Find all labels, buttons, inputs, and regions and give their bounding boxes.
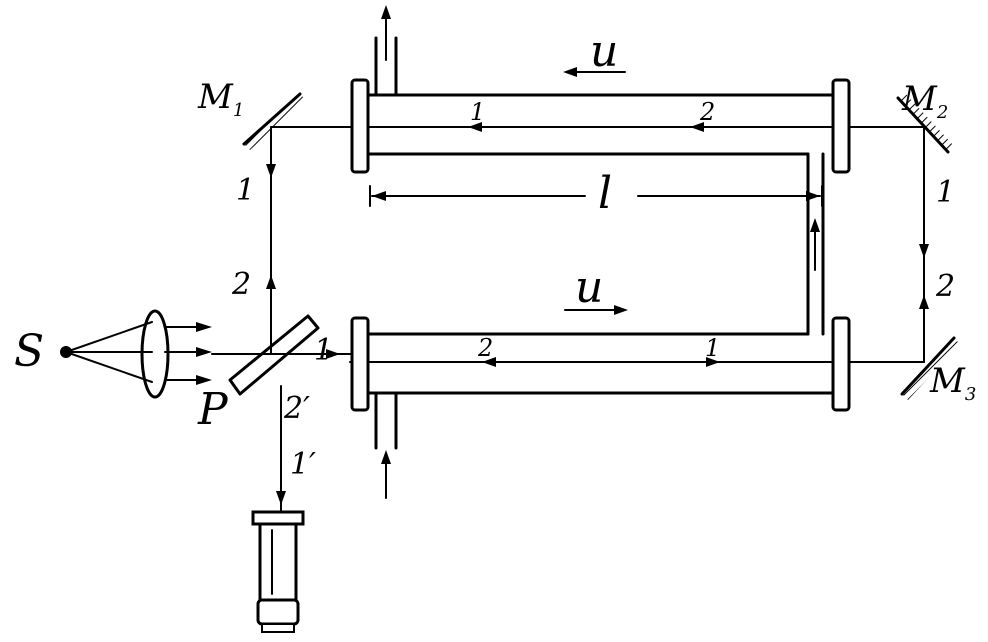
label-beam1-top-pipe: 1: [470, 98, 485, 126]
label-beam1-right: 1: [936, 175, 955, 210]
label-flow-top: u: [590, 26, 618, 77]
label-mirror-m3: M3: [929, 361, 976, 405]
label-beam2-left: 2: [231, 267, 251, 302]
light-source: [60, 321, 153, 383]
label-beam2-bottom-pipe: 2: [477, 334, 493, 362]
mirror-m3: [900, 336, 960, 400]
label-plate: P: [197, 384, 229, 435]
mirror-m1: [242, 92, 306, 150]
label-beam2-top-pipe: 2: [699, 98, 715, 126]
label-mirror-m1: M1: [197, 77, 244, 121]
length-dimension: [369, 185, 823, 207]
top-pipe: [350, 5, 851, 174]
flow-arrow-bottom: [564, 305, 628, 315]
label-source: S: [14, 326, 44, 377]
parallel-beam: [164, 322, 212, 385]
label-length: l: [598, 168, 612, 219]
label-beam1-bottom-pipe: 1: [705, 334, 720, 362]
light-paths: [211, 122, 929, 511]
bottom-pipe: [350, 316, 851, 499]
label-beam2-prime: 2′: [283, 391, 310, 426]
label-mirror-m2: M2: [901, 79, 948, 123]
flow-arrow-top: [563, 67, 626, 77]
label-beam1-prime: 1′: [290, 447, 316, 482]
label-flow-bottom: u: [575, 262, 603, 313]
label-beam2-right: 2: [935, 269, 955, 304]
label-beam1-after-plate: 1: [314, 333, 333, 368]
mirror-m2: [896, 92, 954, 154]
lens: [140, 309, 170, 399]
label-beam1-left: 1: [236, 173, 255, 208]
telescope: [251, 510, 305, 633]
connecting-tube: [806, 152, 825, 336]
